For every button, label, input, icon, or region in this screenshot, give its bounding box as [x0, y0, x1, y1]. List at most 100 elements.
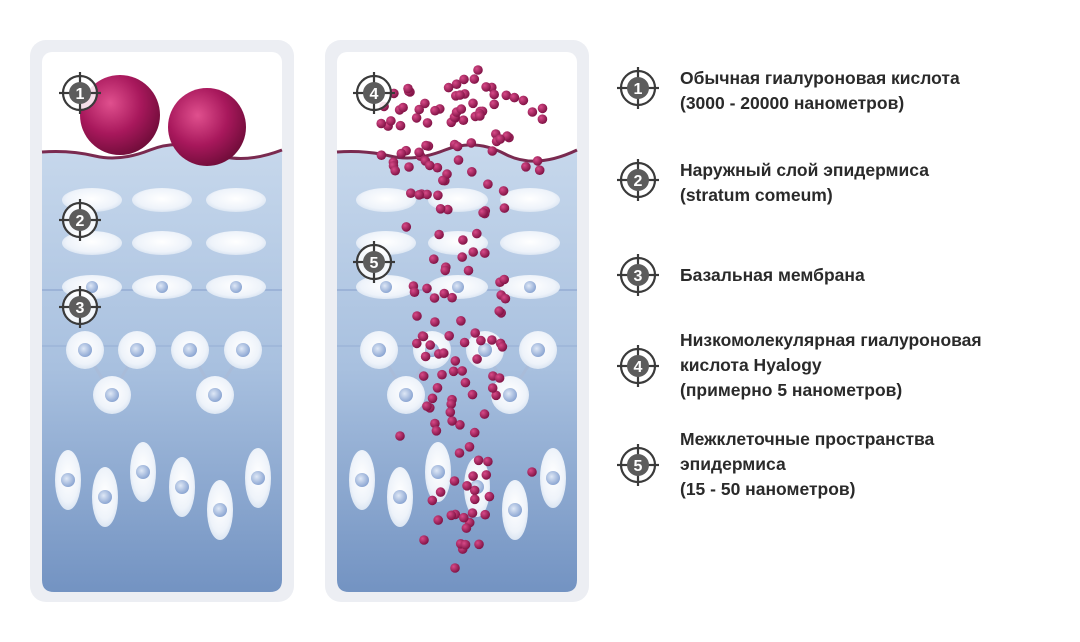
small-hyaluronic-molecule	[500, 293, 511, 304]
svg-text:4: 4	[370, 86, 379, 103]
small-hyaluronic-molecule	[450, 356, 461, 366]
skin-diagram: 1 2 3 4 5	[30, 40, 589, 602]
small-hyaluronic-molecule	[499, 274, 510, 285]
svg-text:5: 5	[634, 458, 643, 475]
small-hyaluronic-molecule	[427, 393, 438, 404]
legend-text-5: Межклеточные пространства эпидермиса (15…	[680, 429, 935, 499]
small-hyaluronic-molecule	[434, 229, 444, 240]
small-hyaluronic-molecule	[421, 140, 431, 151]
small-hyaluronic-molecule	[527, 467, 537, 477]
small-hyaluronic-molecule	[537, 114, 548, 124]
small-hyaluronic-molecule	[443, 204, 453, 215]
small-hyaluronic-molecule	[501, 90, 512, 101]
panel-marker-2-icon: 2	[59, 199, 101, 241]
small-hyaluronic-molecule	[456, 316, 466, 326]
small-hyaluronic-molecule	[472, 228, 482, 239]
small-hyaluronic-molecule	[497, 342, 508, 352]
small-hyaluronic-molecule	[470, 328, 481, 338]
small-hyaluronic-molecule	[395, 120, 406, 131]
small-hyaluronic-molecule	[435, 487, 446, 497]
small-hyaluronic-molecule	[446, 510, 457, 521]
small-hyaluronic-molecule	[494, 306, 505, 316]
panel-marker-5-icon: 5	[353, 241, 395, 283]
legend-text-2: Наружный слой эпидермиса (stratum comeum…	[680, 160, 929, 205]
small-hyaluronic-molecule	[446, 399, 457, 409]
small-hyaluronic-molecule	[467, 389, 478, 400]
small-hyaluronic-molecule	[466, 138, 477, 148]
small-hyaluronic-molecule	[454, 448, 465, 458]
small-hyaluronic-molecule	[449, 476, 460, 486]
small-hyaluronic-molecule	[481, 82, 491, 92]
small-hyaluronic-molecule	[414, 104, 425, 115]
small-hyaluronic-molecule	[411, 113, 422, 123]
small-hyaluronic-molecule	[468, 471, 478, 481]
small-hyaluronic-molecule	[532, 156, 543, 166]
small-hyaluronic-molecule	[414, 190, 425, 200]
small-hyaluronic-molecule	[404, 162, 414, 172]
small-hyaluronic-molecule	[479, 409, 490, 419]
small-hyaluronic-molecule	[453, 155, 464, 165]
small-hyaluronic-molecule	[483, 179, 493, 189]
small-hyaluronic-molecule	[489, 89, 500, 100]
small-hyaluronic-molecule	[461, 523, 472, 533]
svg-text:1: 1	[76, 86, 85, 103]
small-hyaluronic-molecule	[469, 74, 480, 84]
svg-text:5: 5	[370, 255, 379, 272]
large-hyaluronic-molecule	[80, 75, 160, 155]
small-hyaluronic-molecule	[437, 369, 447, 380]
svg-text:1: 1	[634, 81, 643, 98]
small-hyaluronic-molecule	[430, 317, 440, 327]
svg-text:4: 4	[634, 359, 643, 376]
small-hyaluronic-molecule	[433, 190, 443, 201]
small-hyaluronic-molecule	[396, 148, 407, 159]
small-hyaluronic-molecule	[457, 366, 468, 376]
svg-text:2: 2	[634, 173, 643, 190]
small-hyaluronic-molecule	[534, 165, 545, 175]
small-hyaluronic-molecule	[418, 371, 429, 381]
legend-text-4: Низкомолекулярная гиалуроновая кислота H…	[680, 330, 982, 400]
small-hyaluronic-molecule	[448, 366, 459, 377]
panel-marker-3-icon: 3	[59, 286, 101, 328]
small-hyaluronic-molecule	[445, 407, 456, 418]
small-hyaluronic-molecule	[430, 418, 440, 429]
small-hyaluronic-molecule	[489, 99, 500, 110]
small-hyaluronic-molecule	[440, 265, 451, 276]
skin-surface-line	[41, 143, 283, 161]
small-hyaluronic-molecule	[443, 82, 454, 93]
corneum-cells	[356, 188, 560, 299]
small-hyaluronic-molecule	[537, 103, 548, 114]
small-hyaluronic-molecule	[469, 485, 480, 496]
small-hyaluronic-molecule	[499, 203, 510, 213]
small-hyaluronic-molecule	[409, 287, 420, 298]
small-hyaluronic-molecule	[431, 426, 442, 436]
small-hyaluronic-molecule	[458, 235, 468, 245]
small-hyaluronic-molecule	[422, 401, 432, 412]
small-hyaluronic-molecule	[459, 74, 469, 85]
small-hyaluronic-molecule	[521, 162, 531, 172]
small-hyaluronic-molecule	[447, 416, 457, 426]
small-hyaluronic-molecule	[429, 254, 439, 264]
small-hyaluronic-molecule	[498, 186, 509, 196]
small-hyaluronic-molecule	[386, 116, 396, 126]
legend-text-1: Обычная гиалуроновая кислота (3000 - 200…	[680, 68, 960, 113]
marker-4-icon: 4	[617, 345, 659, 387]
small-hyaluronic-molecule	[447, 292, 457, 303]
small-hyaluronic-molecule	[422, 283, 432, 294]
small-hyaluronic-molecule	[495, 134, 506, 144]
small-hyaluronic-molecule	[476, 335, 486, 346]
small-hyaluronic-molecule	[459, 337, 470, 348]
small-hyaluronic-molecule	[427, 495, 438, 506]
small-hyaluronic-molecule	[438, 348, 449, 358]
small-hyaluronic-molecule	[462, 481, 472, 491]
small-hyaluronic-molecule	[483, 456, 493, 467]
small-hyaluronic-molecule	[467, 508, 478, 518]
panel-regular-hyaluronic	[30, 40, 294, 602]
legend: 1 Обычная гиалуроновая кислота (3000 - 2…	[616, 0, 1076, 642]
small-hyaluronic-molecule	[456, 104, 467, 114]
small-hyaluronic-molecule	[459, 512, 469, 523]
small-hyaluronic-molecule	[412, 338, 422, 349]
small-hyaluronic-molecule	[469, 427, 480, 438]
small-hyaluronic-molecule	[487, 146, 498, 156]
small-hyaluronic-molecule	[425, 340, 436, 350]
small-hyaluronic-molecule	[433, 515, 444, 525]
